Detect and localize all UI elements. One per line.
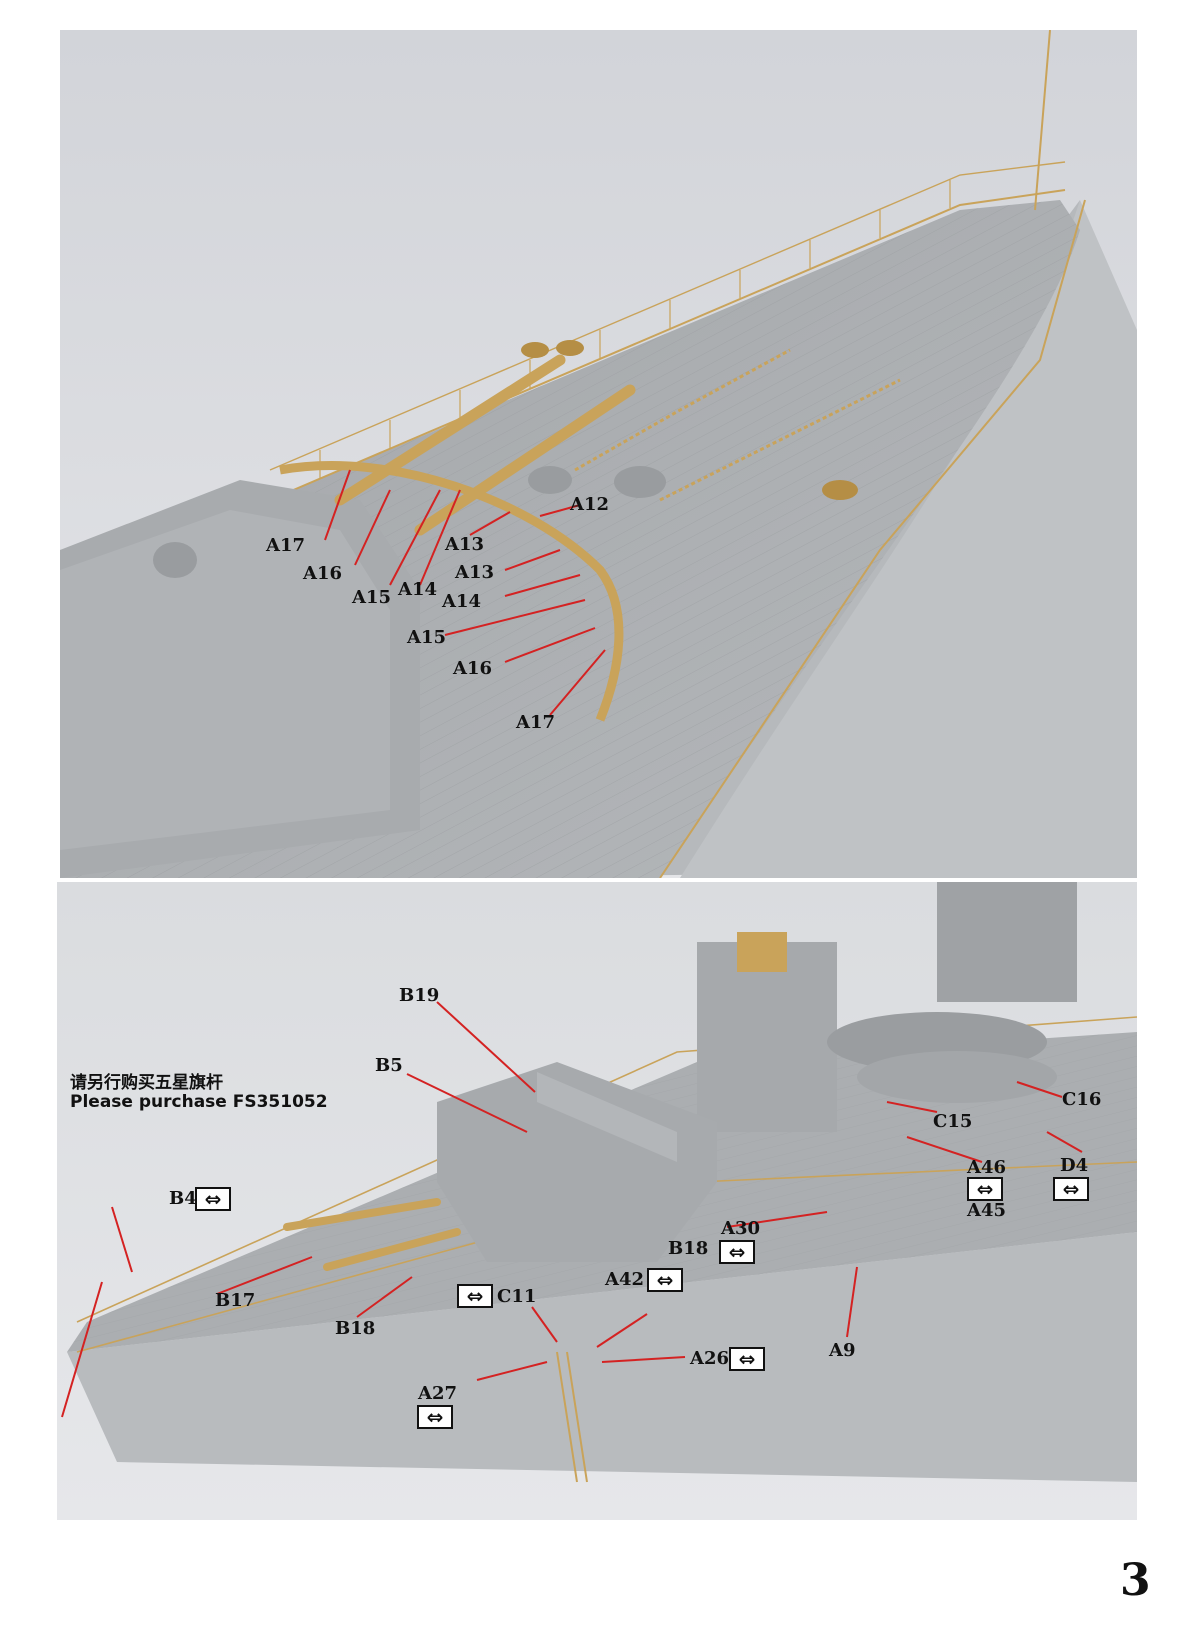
part-label: A27 [418,1383,458,1404]
hull-side [67,1232,1137,1482]
page-number: 3 [1120,1555,1151,1606]
part-label: A15 [352,587,392,608]
leader-lines-bottom [61,1001,1083,1418]
photo-bow-detail: A17 A16 A15 A14 A13 A12 A13 A14 A15 A16 … [60,30,1137,878]
part-label: A42 [605,1269,645,1290]
part-label: A14 [398,579,438,600]
purchase-note-chinese: 请另行购买五星旗杆 [70,1073,223,1093]
part-label: A16 [453,658,493,679]
bend-arrow-icon: ⇔ [719,1240,755,1264]
part-label: A14 [442,591,482,612]
part-label: A17 [266,535,306,556]
part-label: C16 [1062,1089,1102,1110]
forecastle-illustration [57,882,1137,1520]
part-label: C11 [497,1286,537,1307]
part-label: B4 [169,1188,197,1209]
part-label: A12 [570,494,610,515]
part-label: A13 [455,562,495,583]
railing-starboard [659,199,1086,878]
part-label: D4 [1060,1155,1089,1176]
bridge [697,942,837,1132]
part-label: B18 [335,1318,376,1339]
photo-forecastle-detail: B19 B5 C16 C15 D4 A46 A45 B4 A30 B18 B17… [57,882,1137,1520]
part-label: A26 [690,1348,730,1369]
part-label: A30 [721,1218,761,1239]
part-label: B17 [215,1290,256,1311]
part-label: A9 [829,1340,856,1361]
bend-arrow-icon: ⇔ [417,1405,453,1429]
turret [437,1062,717,1262]
part-label: A13 [445,534,485,555]
gun-barrel-1 [334,354,566,506]
part-label: B5 [375,1055,403,1076]
part-label: C15 [933,1111,973,1132]
purchase-note-english: Please purchase FS351052 [70,1092,328,1112]
bend-arrow-icon: ⇔ [647,1268,683,1292]
bend-arrow-icon: ⇔ [1053,1177,1089,1201]
part-label: A45 [967,1200,1007,1221]
leader-lines-top [324,469,606,716]
bend-arrow-icon: ⇔ [195,1187,231,1211]
bend-arrow-icon: ⇔ [967,1177,1003,1201]
part-label: A17 [516,712,556,733]
bend-arrow-icon: ⇔ [457,1284,493,1308]
bow-illustration [60,30,1137,878]
breakwater [279,461,624,722]
part-label: B18 [668,1238,709,1259]
part-label: A15 [407,627,447,648]
part-label: A16 [303,563,343,584]
funnel [937,882,1077,1002]
part-label: A46 [967,1157,1007,1178]
bend-arrow-icon: ⇔ [729,1347,765,1371]
part-label: B19 [399,985,440,1006]
gun-barrel-2 [414,384,636,536]
